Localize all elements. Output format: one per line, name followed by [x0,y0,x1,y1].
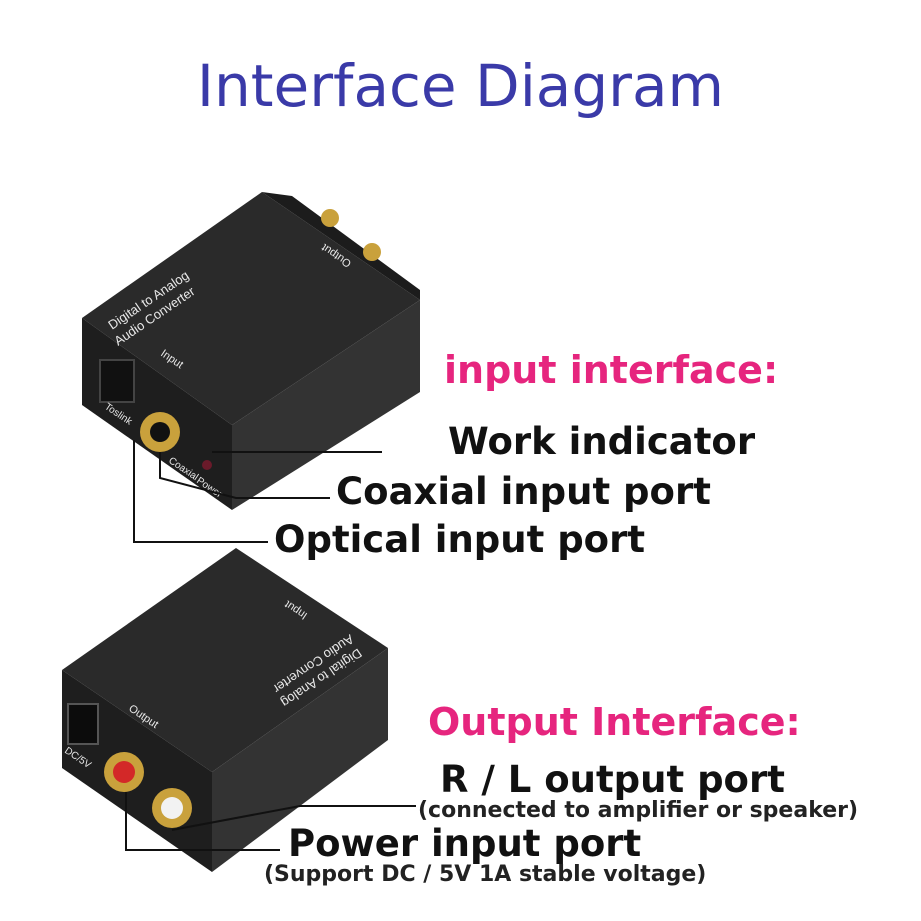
leader-rl-output [171,805,416,831]
optical-input-label: Optical input port [274,518,646,561]
white-rca-jack [161,797,183,819]
top-device-output-jack [363,243,381,261]
dc-power-jack [67,703,99,745]
top-device-top-face [82,192,420,425]
top-device-output-jack [321,209,339,227]
toslink-port [99,359,135,403]
red-rca-jack [113,761,135,783]
leader-power-input [125,792,280,851]
leader-optical [133,440,268,543]
power-input-note: (Support DC / 5V 1A stable voltage) [264,862,707,887]
power-led [202,460,212,470]
bottom-converter-device: Digital to Analog Audio Converter Input … [62,548,388,872]
input-interface-header: input interface: [444,348,779,392]
coaxial-jack-hole [150,422,170,442]
rl-output-note: (connected to amplifier or speaker) [418,798,859,823]
top-device-endcap [262,192,420,300]
power-input-label: Power input port [288,822,642,865]
rl-output-label: R / L output port [440,758,785,801]
coaxial-input-label: Coaxial input port [336,470,711,513]
work-indicator-label: Work indicator [448,420,756,463]
top-device-side-face [232,300,420,510]
bottom-device-side-face [212,648,388,872]
bottom-device-top-face [62,548,388,772]
output-interface-header: Output Interface: [428,700,801,744]
top-converter-device: Digital to Analog Audio Converter Input … [82,192,420,510]
page-title: Interface Diagram [196,52,725,120]
leader-lines [125,440,416,851]
leader-coaxial [159,452,330,499]
